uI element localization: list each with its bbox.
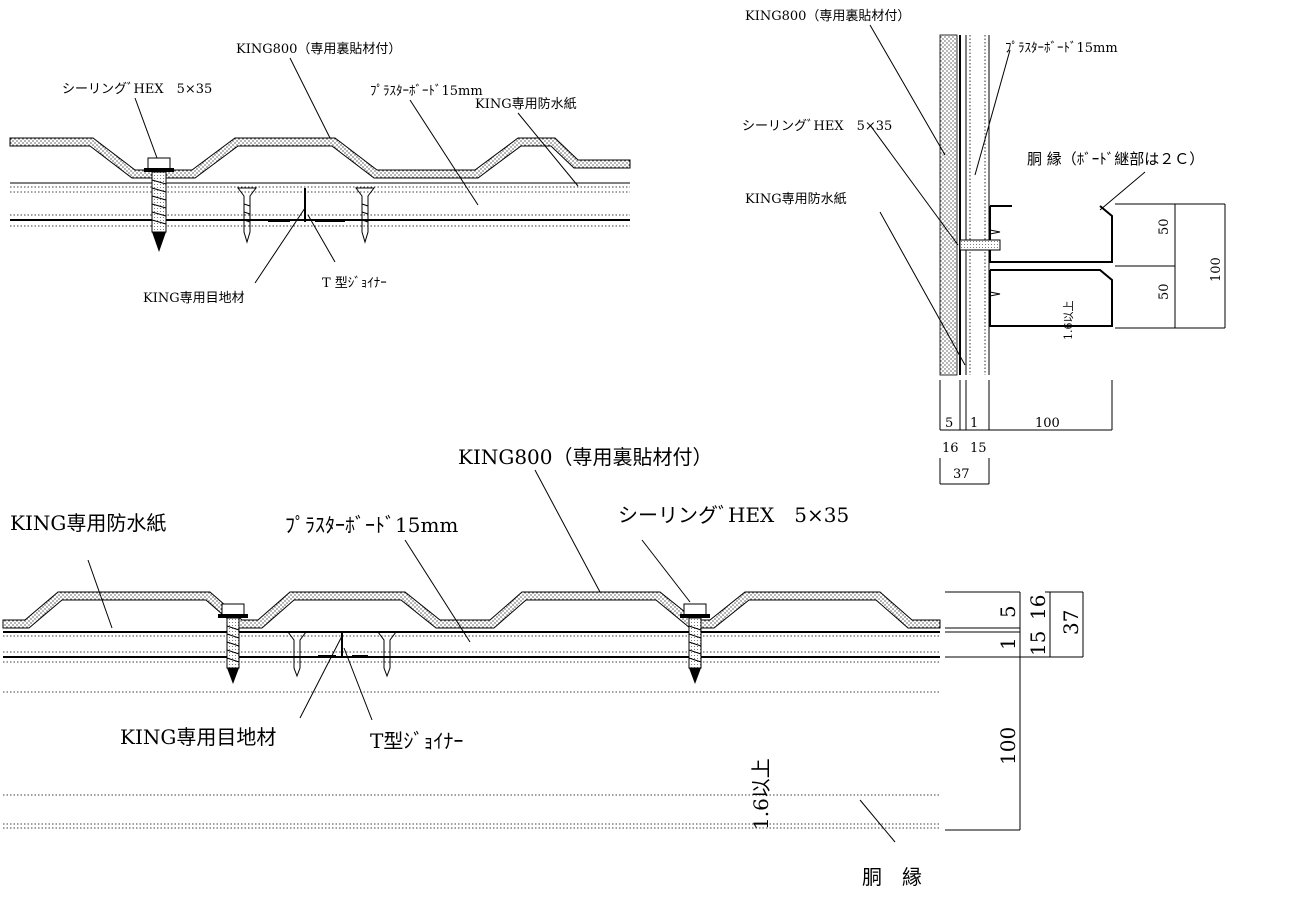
bottom-panel-profile <box>2 591 941 629</box>
right-section: 50 50 100 1.6以上 5 1 100 16 15 37 KING800… <box>742 9 1226 485</box>
right-purlin-label: 胴 縁（ﾎﾞｰﾄﾞ継部は２Ｃ） <box>1027 150 1204 168</box>
bottom-dim-purlin: 100 <box>996 727 1020 765</box>
right-panel-strip <box>939 34 958 376</box>
bottom-joint-label: KING専用目地材 <box>120 725 276 749</box>
right-dim-lower: 50 <box>1157 283 1172 300</box>
bottom-dim-board: 15 <box>1026 631 1050 656</box>
top-left-board-screw-2 <box>355 187 375 244</box>
top-left-screw-label: シーリングﾞHEX 5×35 <box>62 82 212 97</box>
bottom-screw-label: シーリングﾞHEX 5×35 <box>618 503 849 527</box>
bottom-dim-panel: 16 <box>1026 595 1050 620</box>
right-dim-board: 15 <box>970 441 987 456</box>
right-thickness-note: 1.6以上 <box>1062 301 1075 341</box>
right-dim-b: 1 <box>970 416 978 431</box>
right-board-label: ﾌﾟﾗｽﾀｰﾎﾞｰﾄﾞ15mm <box>1005 41 1118 56</box>
top-left-panel-label: KING800（専用裏貼材付） <box>236 42 401 57</box>
bottom-joiner-label: T型ｼﾞｮｲﾅｰ <box>370 729 463 753</box>
bottom-hex-screw-2 <box>680 603 710 684</box>
top-left-hex-screw <box>144 157 174 252</box>
right-paper-label: KING専用防水紙 <box>745 191 847 207</box>
bottom-paper-label: KING専用防水紙 <box>10 511 166 535</box>
bottom-hex-screw-1 <box>218 603 248 684</box>
right-dim-total: 100 <box>1209 257 1224 282</box>
bottom-board-label: ﾌﾟﾗｽﾀｰﾎﾞｰﾄﾞ15mm <box>285 513 458 537</box>
top-left-joiner-label: T 型ｼﾞｮｲﾅｰ <box>322 276 387 291</box>
top-left-panel-profile <box>9 137 631 179</box>
top-left-board-screw-1 <box>237 187 257 244</box>
top-left-t-joiner <box>268 188 345 222</box>
right-dim-width: 100 <box>1035 416 1060 431</box>
bottom-section: 5 1 16 15 37 100 1.6以上 KING800（専用裏貼材付） K… <box>2 445 1084 889</box>
bottom-dim-b: 1 <box>996 637 1020 650</box>
bottom-thickness-note: 1.6以上 <box>749 758 773 830</box>
right-dim-total-thk: 37 <box>953 467 970 482</box>
right-dim-a: 5 <box>945 416 953 431</box>
bottom-purlin-label: 胴 縁 <box>862 865 922 889</box>
right-c-channel <box>989 205 1113 327</box>
top-left-board-label: ﾌﾟﾗｽﾀｰﾎﾞｰﾄﾞ15mm <box>370 84 483 99</box>
right-screw-label: シーリングﾞHEX 5×35 <box>742 119 892 134</box>
top-left-paper-label: KING専用防水紙 <box>475 96 577 112</box>
top-left-section: KING800（専用裏貼材付） シーリングﾞHEX 5×35 ﾌﾟﾗｽﾀｰﾎﾞｰ… <box>9 42 631 306</box>
top-left-joint-label: KING専用目地材 <box>143 291 245 306</box>
bottom-dim-total: 37 <box>1059 610 1083 635</box>
right-dim-upper: 50 <box>1157 218 1172 235</box>
right-panel-label: KING800（専用裏貼材付） <box>745 9 910 24</box>
right-dim-panel: 16 <box>942 441 959 456</box>
bottom-panel-label: KING800（専用裏貼材付） <box>458 445 713 469</box>
bottom-dim-a: 5 <box>996 605 1020 618</box>
